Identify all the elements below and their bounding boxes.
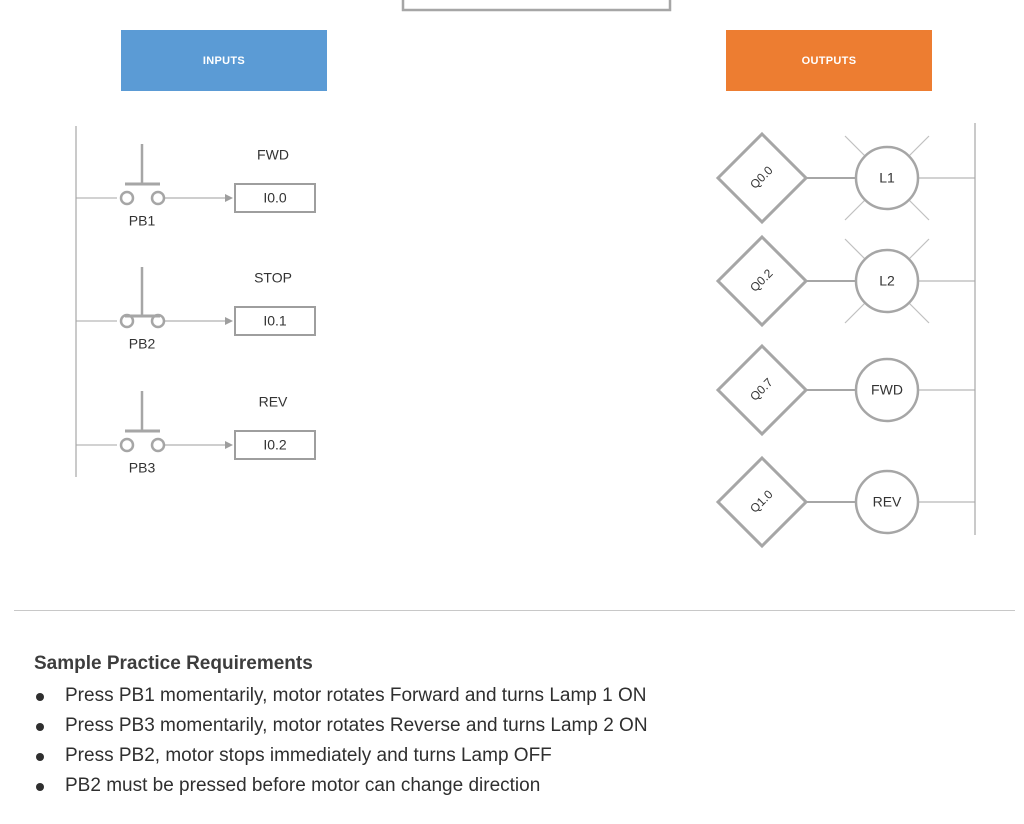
top-box xyxy=(401,0,672,12)
output-load-label: L1 xyxy=(879,170,895,186)
lamp-ray xyxy=(844,135,866,157)
requirement-item: Press PB3 momentarily, motor rotates Rev… xyxy=(34,711,994,741)
input-address-label: I0.0 xyxy=(263,190,287,206)
input-address-label: I0.1 xyxy=(263,313,287,329)
outputs-header: OUTPUTS xyxy=(726,30,932,91)
requirements-list: Press PB1 momentarily, motor rotates For… xyxy=(34,681,994,801)
input-row-pb2: I0.1 STOP PB2 xyxy=(76,267,316,352)
output-address-diamond xyxy=(715,343,809,437)
section-divider xyxy=(14,610,1015,611)
contact-terminal xyxy=(119,190,135,206)
inputs-header: INPUTS xyxy=(121,30,327,91)
output-address-diamond xyxy=(715,131,809,225)
requirement-item: PB2 must be pressed before motor can cha… xyxy=(34,771,994,801)
input-row-pb3: I0.2 REV PB3 xyxy=(76,391,316,476)
input-row-pb1: I0.0 FWD PB1 xyxy=(76,144,316,229)
lamp-ray xyxy=(844,238,866,260)
lamp-ray xyxy=(844,199,866,221)
input-function-label: STOP xyxy=(254,270,292,286)
lamp-ray xyxy=(908,302,930,324)
input-function-label: FWD xyxy=(257,147,289,163)
requirement-item: Press PB1 momentarily, motor rotates For… xyxy=(34,681,994,711)
output-load-label: L2 xyxy=(879,273,895,289)
lamp-ray xyxy=(908,199,930,221)
contact-terminal xyxy=(150,190,166,206)
input-device-label: PB1 xyxy=(129,213,156,229)
contact-terminal xyxy=(150,437,166,453)
output-address-diamond xyxy=(715,234,809,328)
input-function-label: REV xyxy=(259,394,288,410)
lamp-ray xyxy=(908,238,930,260)
input-address-label: I0.2 xyxy=(263,437,287,453)
lamp-ray xyxy=(908,135,930,157)
output-address-diamond xyxy=(715,455,809,549)
address-box xyxy=(234,183,316,213)
address-box xyxy=(234,306,316,336)
address-box xyxy=(234,430,316,460)
input-device-label: PB2 xyxy=(129,336,156,352)
output-load-label: REV xyxy=(873,494,902,510)
requirement-item: Press PB2, motor stops immediately and t… xyxy=(34,741,994,771)
output-load-label: FWD xyxy=(871,382,903,398)
contact-terminal xyxy=(119,437,135,453)
lamp-ray xyxy=(844,302,866,324)
requirements-section: Sample Practice Requirements Press PB1 m… xyxy=(34,653,994,801)
input-device-label: PB3 xyxy=(129,460,156,476)
requirements-title: Sample Practice Requirements xyxy=(34,653,313,674)
